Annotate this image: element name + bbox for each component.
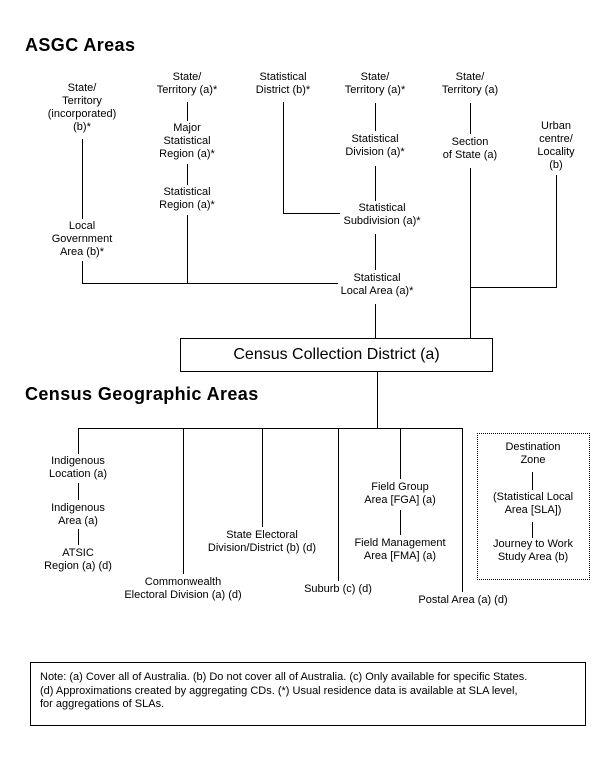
connector-line bbox=[82, 139, 83, 219]
node-major-statistical-region: Major Statistical Region (a)* bbox=[159, 122, 215, 160]
node-statistical-subdivision: Statistical Subdivision (a)* bbox=[343, 202, 421, 227]
connector-line bbox=[462, 428, 463, 592]
node-indigenous-area: Indigenous Area (a) bbox=[51, 502, 105, 527]
node-commonwealth-electoral-division: Commonwealth Electoral Division (a) (d) bbox=[124, 576, 242, 601]
node-atsic-region: ATSIC Region (a) (d) bbox=[44, 547, 112, 572]
connector-line bbox=[375, 304, 376, 338]
node-urban-centre-locality: Urban centre/ Locality (b) bbox=[537, 120, 575, 171]
node-suburb: Suburb (c) (d) bbox=[304, 583, 372, 595]
connector-line bbox=[283, 213, 340, 214]
node-state-territory-incorporated: State/ Territory (incorporated) (b)* bbox=[47, 82, 117, 133]
connector-line bbox=[78, 529, 79, 545]
destination-zone-box bbox=[477, 433, 590, 580]
node-indigenous-location: Indigenous Location (a) bbox=[48, 455, 108, 480]
node-section-of-state: Section of State (a) bbox=[442, 136, 498, 161]
connector-line bbox=[375, 103, 376, 131]
connector-line bbox=[187, 164, 188, 185]
connector-line bbox=[187, 102, 188, 121]
node-postal-area: Postal Area (a) (d) bbox=[418, 594, 508, 606]
connector-line bbox=[470, 168, 471, 338]
connector-line bbox=[283, 102, 284, 214]
census-collection-district-box: Census Collection District (a) bbox=[180, 338, 493, 372]
connector-line bbox=[78, 483, 79, 500]
connector-line bbox=[82, 261, 83, 284]
connector-line bbox=[338, 428, 339, 581]
connector-line bbox=[556, 175, 557, 288]
node-state-territory-a-star-mid: State/ Territory (a)* bbox=[344, 71, 406, 96]
connector-line bbox=[183, 428, 184, 574]
node-state-electoral-division: State Electoral Division/District (b) (d… bbox=[207, 529, 317, 554]
connector-line bbox=[470, 103, 471, 134]
asgc-areas-heading: ASGC Areas bbox=[25, 35, 136, 55]
node-state-territory-a: State/ Territory (a) bbox=[441, 71, 499, 96]
node-statistical-division: Statistical Division (a)* bbox=[345, 133, 405, 158]
node-local-government-area: Local Government Area (b)* bbox=[51, 220, 113, 258]
connector-line bbox=[187, 215, 188, 284]
node-statistical-region: Statistical Region (a)* bbox=[159, 186, 215, 211]
connector-line bbox=[262, 428, 263, 527]
census-collection-district-label: Census Collection District (a) bbox=[233, 346, 440, 363]
connector-line bbox=[532, 522, 533, 538]
node-destination-zone: Destination Zone bbox=[505, 441, 561, 466]
node-field-management-area: Field Management Area [FMA] (a) bbox=[354, 537, 446, 562]
node-state-territory-a-star-left: State/ Territory (a)* bbox=[156, 71, 218, 96]
connector-line bbox=[82, 283, 338, 284]
node-field-group-area: Field Group Area [FGA] (a) bbox=[364, 481, 436, 506]
node-statistical-district: Statistical District (b)* bbox=[255, 71, 311, 96]
connector-line bbox=[78, 428, 463, 429]
connector-line bbox=[78, 428, 79, 454]
node-statistical-local-area-sla: (Statistical Local Area [SLA]) bbox=[492, 491, 574, 516]
connector-line bbox=[532, 472, 533, 490]
connector-line bbox=[400, 510, 401, 535]
connector-line bbox=[375, 234, 376, 270]
connector-line bbox=[400, 428, 401, 479]
connector-line bbox=[375, 166, 376, 201]
node-statistical-local-area: Statistical Local Area (a)* bbox=[340, 272, 414, 297]
connector-line bbox=[470, 287, 557, 288]
census-geographic-areas-heading: Census Geographic Areas bbox=[25, 384, 259, 404]
note-box: Note: (a) Cover all of Australia. (b) Do… bbox=[30, 662, 586, 726]
node-journey-to-work-study-area: Journey to Work Study Area (b) bbox=[493, 538, 573, 563]
connector-line bbox=[377, 371, 378, 428]
